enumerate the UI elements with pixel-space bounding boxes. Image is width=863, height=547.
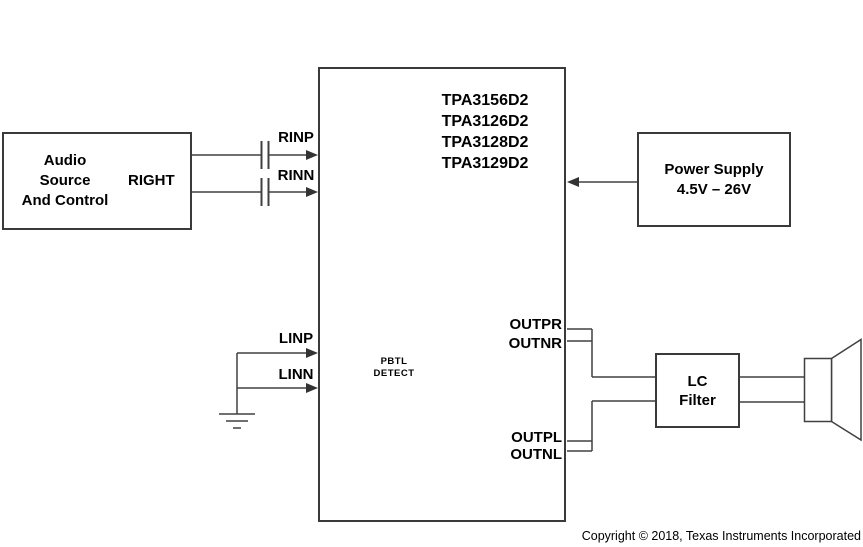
pin-label-linn: LINN [278,366,314,383]
pbtl-detect-label: PBTL DETECT [366,339,422,397]
copyright-notice: Copyright © 2018, Texas Instruments Inco… [581,529,861,543]
audio-source-line2: Source [39,172,91,189]
power-supply-box: Power Supply 4.5V – 26V [637,132,791,227]
ic-part-number: TPA3126D2 [441,113,529,130]
linp-arrowhead-icon [306,348,318,358]
ic-part-number: TPA3156D2 [441,92,529,109]
pbtl-label-line2: DETECT [373,368,415,379]
pin-label-outpl: OUTPL [511,429,562,446]
lc-filter-label-line2: Filter [679,391,716,409]
power-supply-label: Power Supply [664,160,764,178]
audio-source-line3: And Control [21,192,109,209]
pin-label-outnr: OUTNR [508,335,562,352]
lc-filter-label-line1: LC [687,372,708,390]
ic-part-number: TPA3128D2 [441,134,529,151]
power-supply-voltage: 4.5V – 26V [676,180,752,198]
rinn-arrowhead-icon [306,187,318,197]
linn-arrowhead-icon [306,383,318,393]
pbtl-label-line1: PBTL [380,356,408,367]
audio-source-label: Audio Source And Control [4,151,126,211]
audio-source-box: Audio Source And Control RIGHT [2,132,192,230]
amplifier-ic-box: TPA3156D2 TPA3126D2 TPA3128D2 TPA3129D2 [318,67,566,522]
rinp-arrowhead-icon [306,150,318,160]
pin-label-outnl: OUTNL [510,446,562,463]
lc-filter-box: LC Filter [655,353,740,428]
ic-part-number: TPA3129D2 [441,155,529,172]
pin-label-linp: LINP [278,330,314,347]
power-arrowhead-icon [567,177,579,187]
pin-label-outpr: OUTPR [509,316,563,333]
ground-symbol [219,413,255,429]
right-channel-label: RIGHT [128,172,175,189]
pin-label-rinp: RINP [278,129,314,146]
pin-label-rinn: RINN [277,167,315,184]
ic-part-numbers: TPA3156D2 TPA3126D2 TPA3128D2 TPA3129D2 [405,90,565,174]
audio-source-line1: Audio [43,152,87,169]
speaker-icon [803,338,862,442]
